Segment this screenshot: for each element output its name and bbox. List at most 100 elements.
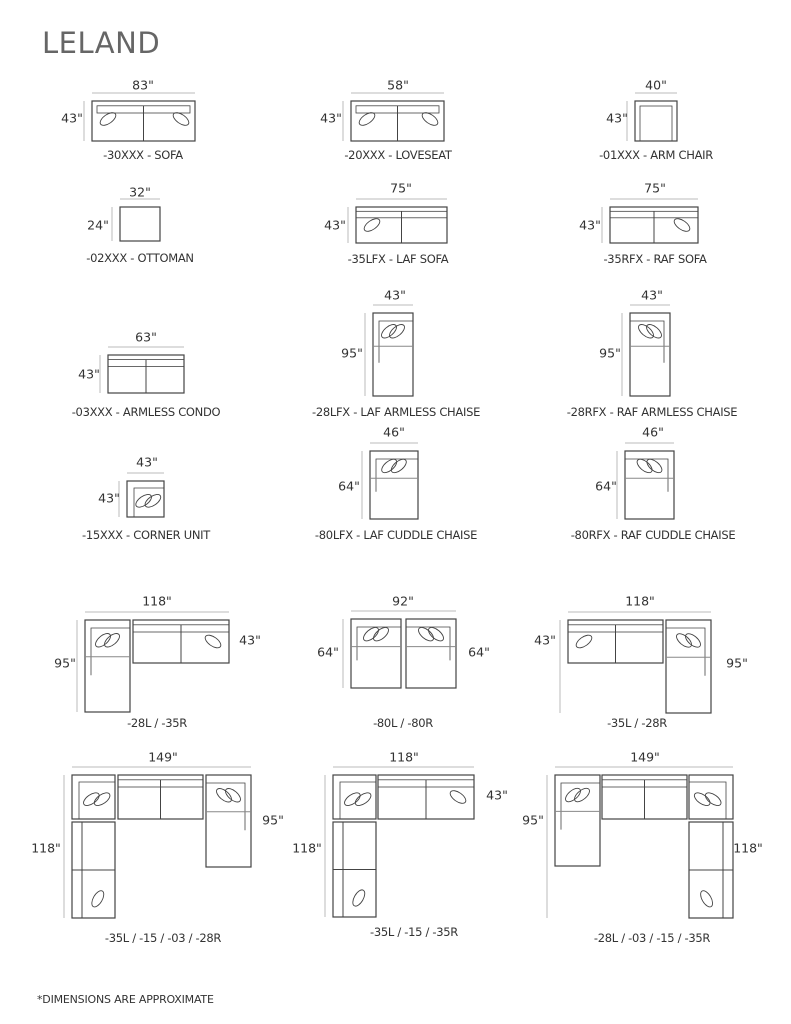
pillow-icon: [352, 889, 366, 907]
pillow-icon: [693, 792, 711, 806]
depth-dimension: 43": [61, 110, 83, 126]
corner-back: [133, 487, 164, 517]
page-title: LELAND: [42, 26, 161, 60]
pillow-icon: [358, 112, 376, 126]
chaise-arm: [560, 782, 600, 830]
pillow-icon: [390, 458, 407, 474]
pillow-icon: [638, 324, 654, 339]
item-label: -80L / -80R: [373, 716, 433, 730]
item-label: -28L / -03 / -15 / -35R: [593, 931, 711, 945]
width-dimension: 43": [641, 287, 663, 303]
furniture-piece: [665, 619, 712, 714]
item-label: -80RFX - RAF CUDDLE CHAISE: [570, 528, 736, 542]
furniture-piece: [634, 100, 678, 142]
chaise-arm: [356, 626, 401, 661]
pillow-icon: [144, 494, 162, 508]
depth-dimension: 64": [338, 478, 360, 494]
depth-dimension: 64": [595, 478, 617, 494]
pillow-icon: [418, 626, 434, 642]
depth-dimension: 43": [324, 217, 346, 233]
depth-dimension: 64": [317, 644, 339, 660]
chaise-arm: [378, 320, 413, 363]
furniture-piece: [119, 206, 161, 242]
furniture-piece: [369, 450, 419, 520]
pillow-icon: [646, 458, 663, 474]
chaise-arm: [666, 627, 706, 676]
depth-dimension: 95": [522, 812, 544, 828]
width-dimension: 75": [390, 180, 412, 196]
pillow-icon: [704, 792, 722, 806]
width-dimension: 75": [644, 180, 666, 196]
pillow-icon: [449, 790, 467, 804]
width-dimension: 118": [625, 593, 655, 609]
pillow-icon: [204, 634, 222, 649]
width-dimension: 58": [387, 77, 409, 93]
depth-dimension-secondary: 43": [486, 787, 508, 803]
pillow-icon: [216, 788, 232, 803]
seat: [639, 105, 673, 142]
depth-dimension: 43": [534, 632, 556, 648]
pillow-icon: [685, 633, 701, 648]
depth-dimension: 43": [98, 490, 120, 506]
depth-dimension: 43": [579, 217, 601, 233]
depth-dimension-secondary: 95": [262, 812, 284, 828]
item-label: -80LFX - LAF CUDDLE CHAISE: [314, 528, 478, 542]
pillow-icon: [565, 787, 581, 803]
depth-dimension: 43": [606, 110, 628, 126]
item-label: -02XXX - OTTOMAN: [86, 251, 194, 265]
pillow-icon: [676, 633, 692, 648]
item-label: -35L / -28R: [607, 716, 667, 730]
pillow-icon: [421, 112, 439, 126]
item-label: -28RFX - RAF ARMLESS CHAISE: [566, 405, 738, 419]
width-dimension: 32": [129, 184, 151, 200]
pillow-icon: [636, 458, 653, 474]
depth-dimension-secondary: 64": [468, 644, 490, 660]
chaise-arm: [630, 320, 665, 363]
pillow-icon: [574, 787, 590, 803]
furniture-piece: [84, 619, 131, 713]
width-dimension: 40": [645, 77, 667, 93]
footnote: *DIMENSIONS ARE APPROXIMATE: [37, 993, 214, 1006]
pillow-icon: [381, 324, 397, 339]
depth-dimension: 95": [54, 655, 76, 671]
furniture-piece: [372, 312, 414, 397]
item-label: -28L / -35R: [127, 716, 187, 730]
item-label: -28LFX - LAF ARMLESS CHAISE: [311, 405, 481, 419]
item-label: -35RFX - RAF SOFA: [603, 252, 707, 266]
furniture-piece: [126, 480, 165, 518]
depth-dimension: 95": [599, 345, 621, 361]
width-dimension: 149": [630, 749, 660, 765]
pillow-icon: [373, 626, 389, 642]
depth-dimension-secondary: 43": [239, 632, 261, 648]
pillow-icon: [575, 634, 593, 649]
furniture-piece: [405, 618, 457, 689]
item-label: -35LFX - LAF SOFA: [347, 252, 449, 266]
width-dimension: 118": [142, 593, 172, 609]
furniture-piece: [624, 450, 675, 520]
width-dimension: 43": [384, 287, 406, 303]
pillow-icon: [99, 112, 117, 126]
pillow-icon: [389, 324, 405, 339]
item-label: -15XXX - CORNER UNIT: [82, 528, 210, 542]
width-dimension: 83": [132, 77, 154, 93]
furniture-piece: [629, 312, 671, 397]
depth-dimension: 118": [292, 840, 322, 856]
depth-dimension-secondary: 95": [726, 655, 748, 671]
pillow-icon: [381, 458, 398, 474]
corner-back: [78, 781, 115, 819]
pillow-icon: [646, 324, 662, 339]
pillow-icon: [225, 788, 241, 803]
item-label: -35L / -15 / -03 / -28R: [104, 931, 222, 945]
pillow-icon: [93, 792, 111, 806]
item-label: -35L / -15 / -35R: [369, 925, 459, 939]
chaise-arm: [206, 782, 246, 831]
depth-dimension: 95": [341, 345, 363, 361]
chaise-arm: [90, 627, 130, 676]
pillow-icon: [354, 792, 372, 806]
width-dimension: 43": [136, 454, 158, 470]
pillow-icon: [673, 218, 691, 232]
pillow-icon: [95, 633, 111, 648]
item-label: -01XXX - ARM CHAIR: [599, 148, 713, 162]
